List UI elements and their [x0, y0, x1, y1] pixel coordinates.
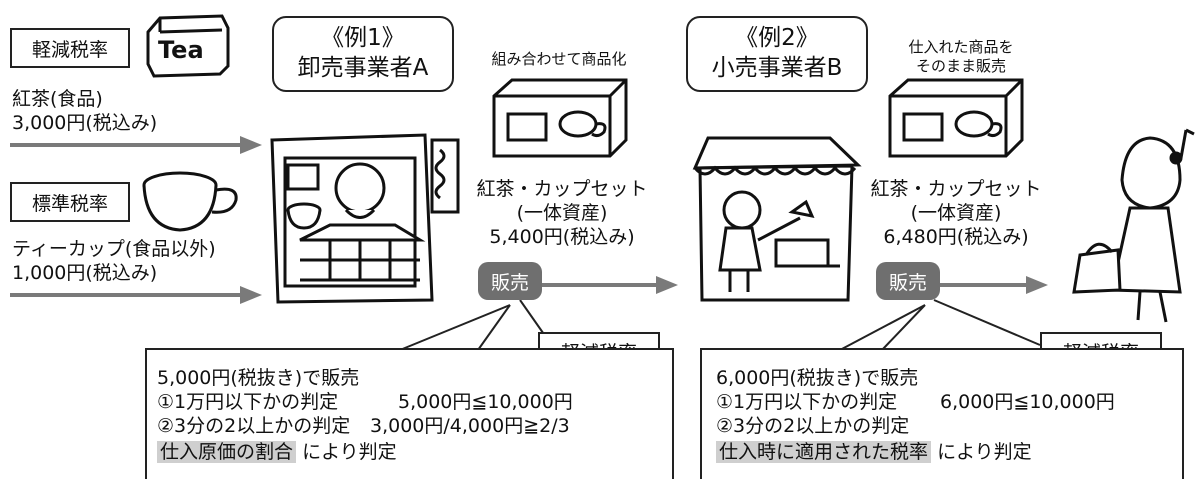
example1-panel-line3a: ②3分の2以上かの判定: [157, 415, 351, 437]
example1-title-box: 《例1》 卸売事業者A: [272, 16, 454, 92]
example1-panel-line2a: ①1万円以下かの判定: [157, 391, 339, 413]
example2-panel-highlight: 仕入時に適用された税率: [716, 441, 932, 463]
standard-rate-label: 標準税率: [10, 182, 130, 222]
example1-title-line2: 卸売事業者A: [297, 55, 429, 81]
reduced-rate-label: 軽減税率: [10, 28, 130, 68]
retail-shop-icon: [692, 136, 862, 302]
cup-input-arrow: [10, 286, 262, 304]
example2-panel-tail: により判定: [937, 441, 1032, 463]
wholesaler-shop-icon: [270, 133, 460, 304]
gift-set-icon-2: [888, 78, 1024, 158]
example2-product-name: 紅茶・カップセット: [870, 178, 1042, 200]
example1-product-type: (一体資産): [516, 202, 608, 224]
example2-caption-line1: 仕入れた商品を: [908, 38, 1014, 56]
example1-panel-highlight: 仕入原価の割合: [157, 441, 297, 463]
gift-set-icon: [492, 78, 628, 158]
example2-title-box: 《例2》 小売事業者B: [686, 16, 868, 92]
panel1-callout-lines: [399, 299, 549, 351]
example1-title-line1: 《例1》: [321, 25, 405, 51]
customer-icon: [1072, 136, 1182, 323]
tea-input-arrow: [10, 136, 262, 154]
cup-price: 1,000円(税込み): [12, 262, 158, 284]
example2-panel-line1: 6,000円(税抜き)で販売: [716, 367, 919, 389]
example1-sale-badge: 販売: [478, 262, 542, 300]
example2-title-line2: 小売事業者B: [711, 55, 843, 81]
teacup-icon: [142, 171, 238, 232]
sale-arrow-1: [540, 276, 678, 294]
example2-panel-line4: 仕入時に適用された税率 により判定: [716, 440, 1032, 464]
example2-product-type: (一体資産): [910, 202, 1002, 224]
panel2-callout-lines: [839, 299, 1041, 351]
example1-product-price: 5,400円(税込み): [489, 226, 635, 248]
example2-panel-line3a: ②3分の2以上かの判定: [716, 415, 910, 437]
example2-panel-line2a: ①1万円以下かの判定: [716, 391, 898, 413]
cup-name: ティーカップ(食品以外): [12, 238, 216, 260]
tea-name: 紅茶(食品): [12, 88, 103, 110]
example1-panel-line1: 5,000円(税抜き)で販売: [157, 367, 360, 389]
example1-panel-line2b: 5,000円≦10,000円: [398, 391, 573, 413]
sale-arrow-2: [940, 276, 1048, 294]
example2-sale-badge: 販売: [876, 262, 940, 300]
example1-panel-line4: 仕入原価の割合 により判定: [157, 440, 397, 464]
example1-caption: 組み合わせて商品化: [491, 50, 627, 68]
tea-box-icon: [146, 14, 230, 78]
tea-box-text: Tea: [158, 36, 204, 64]
example1-panel-line3b: 3,000円/4,000円≧2/3: [370, 415, 570, 437]
example1-product-name: 紅茶・カップセット: [476, 178, 648, 200]
tea-price: 3,000円(税込み): [12, 112, 158, 134]
example1-panel-tail: により判定: [302, 441, 397, 463]
example2-title-line1: 《例2》: [735, 25, 819, 51]
example2-caption-line2: そのまま販売: [915, 57, 1006, 75]
example2-panel-line2b: 6,000円≦10,000円: [940, 391, 1115, 413]
example2-product-price: 6,480円(税込み): [883, 226, 1029, 248]
music-note-icon: [1169, 128, 1195, 165]
